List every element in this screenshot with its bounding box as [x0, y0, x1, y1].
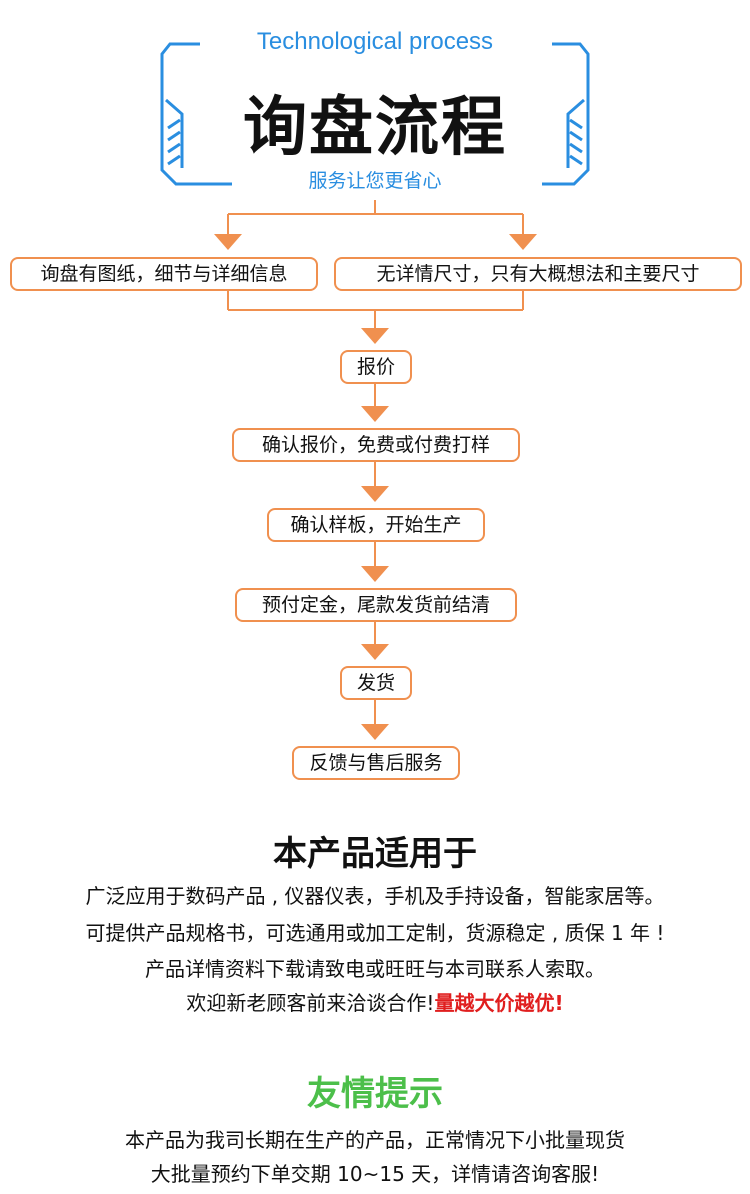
usage-line-4: 欢迎新老顾客前来洽谈合作!量越大价越优!	[0, 987, 750, 1016]
usage-title: 本产品适用于	[273, 834, 477, 874]
page-subtitle: 服务让您更省心	[308, 170, 442, 192]
tips-line-1: 本产品为我司长期在生产的产品，正常情况下小批量现货	[125, 1128, 625, 1152]
usage-line-2: 可提供产品规格书，可选通用或加工定制，货源稳定 , 质保 1 年 !	[85, 921, 665, 945]
right-bracket-ornament	[542, 42, 590, 186]
flow-step-quote: 报价	[340, 350, 412, 384]
usage-welcome-text: 欢迎新老顾客前来洽谈合作!	[186, 991, 435, 1015]
tips-title: 友情提示	[307, 1074, 443, 1114]
left-bracket-ornament	[160, 42, 232, 186]
flow-connectors	[214, 200, 537, 740]
usage-highlight-text: 量越大价越优!	[434, 991, 564, 1015]
flow-option-without-details: 无详情尺寸，只有大概想法和主要尺寸	[334, 257, 742, 291]
usage-line-1: 广泛应用于数码产品 , 仪器仪表，手机及手持设备，智能家居等。	[85, 884, 665, 908]
flow-step-confirm-sample: 确认报价，免费或付费打样	[232, 428, 520, 462]
page-title: 询盘流程	[243, 91, 507, 165]
english-title: Technological process	[256, 28, 494, 55]
usage-line-3: 产品详情资料下载请致电或旺旺与本司联系人索取。	[145, 957, 605, 981]
flow-step-shipping: 发货	[340, 666, 412, 700]
flow-step-payment: 预付定金，尾款发货前结清	[235, 588, 517, 622]
flow-option-with-drawings: 询盘有图纸，细节与详细信息	[10, 257, 318, 291]
tips-line-2: 大批量预约下单交期 10~15 天，详情请咨询客服!	[150, 1162, 600, 1186]
flow-step-start-production: 确认样板，开始生产	[267, 508, 485, 542]
flow-step-after-sales: 反馈与售后服务	[292, 746, 460, 780]
